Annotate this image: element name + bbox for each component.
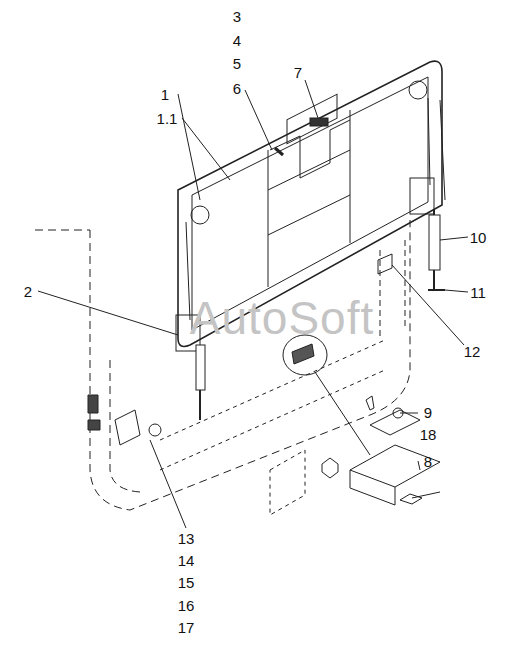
detail-circle <box>283 335 327 375</box>
callout-number: 9 <box>424 405 432 420</box>
stop-block <box>378 254 392 274</box>
callout-number: 12 <box>464 344 481 359</box>
callout-number: 18 <box>420 427 437 442</box>
cable <box>186 98 445 320</box>
lock-knob <box>149 424 161 436</box>
detail-leader <box>315 372 370 455</box>
latch-rod <box>275 148 283 155</box>
callout-number: 1 <box>161 87 169 102</box>
callout-number: 17 <box>178 620 195 635</box>
bracket <box>350 445 440 505</box>
callout-number: 2 <box>24 284 32 299</box>
panel <box>178 61 442 346</box>
panel-pocket <box>270 120 350 178</box>
plate <box>370 410 420 435</box>
cab-outline <box>90 220 410 510</box>
watermark: AutoSoft <box>190 295 374 341</box>
callout-number: 8 <box>424 454 432 469</box>
strut-mount <box>428 289 445 291</box>
callout-number: 6 <box>233 81 241 96</box>
callout-number: 5 <box>233 56 241 71</box>
panel-ribs <box>268 110 350 287</box>
corner-pad <box>409 81 427 99</box>
callout-number: 14 <box>178 553 195 568</box>
callout-number: 16 <box>178 598 195 613</box>
gas-strut <box>196 345 205 390</box>
gas-strut <box>429 215 440 270</box>
callout-number: 1.1 <box>157 111 178 126</box>
callout-number: 3 <box>233 9 241 24</box>
cab-outline <box>35 230 140 492</box>
panel-inner <box>192 77 428 330</box>
callout-number: 4 <box>233 33 241 48</box>
screw <box>366 396 374 410</box>
switch <box>88 395 100 430</box>
callout-number: 13 <box>178 531 195 546</box>
leader-line <box>38 80 468 528</box>
callout-number: 15 <box>178 575 195 590</box>
callout-number: 11 <box>470 285 486 300</box>
corner-pad <box>191 206 209 224</box>
lock <box>115 410 140 445</box>
bolt <box>400 492 440 504</box>
latch <box>310 118 328 126</box>
nut <box>322 458 338 478</box>
callout-number: 10 <box>470 230 487 245</box>
callout-number: 7 <box>294 65 302 80</box>
striker <box>292 344 314 364</box>
